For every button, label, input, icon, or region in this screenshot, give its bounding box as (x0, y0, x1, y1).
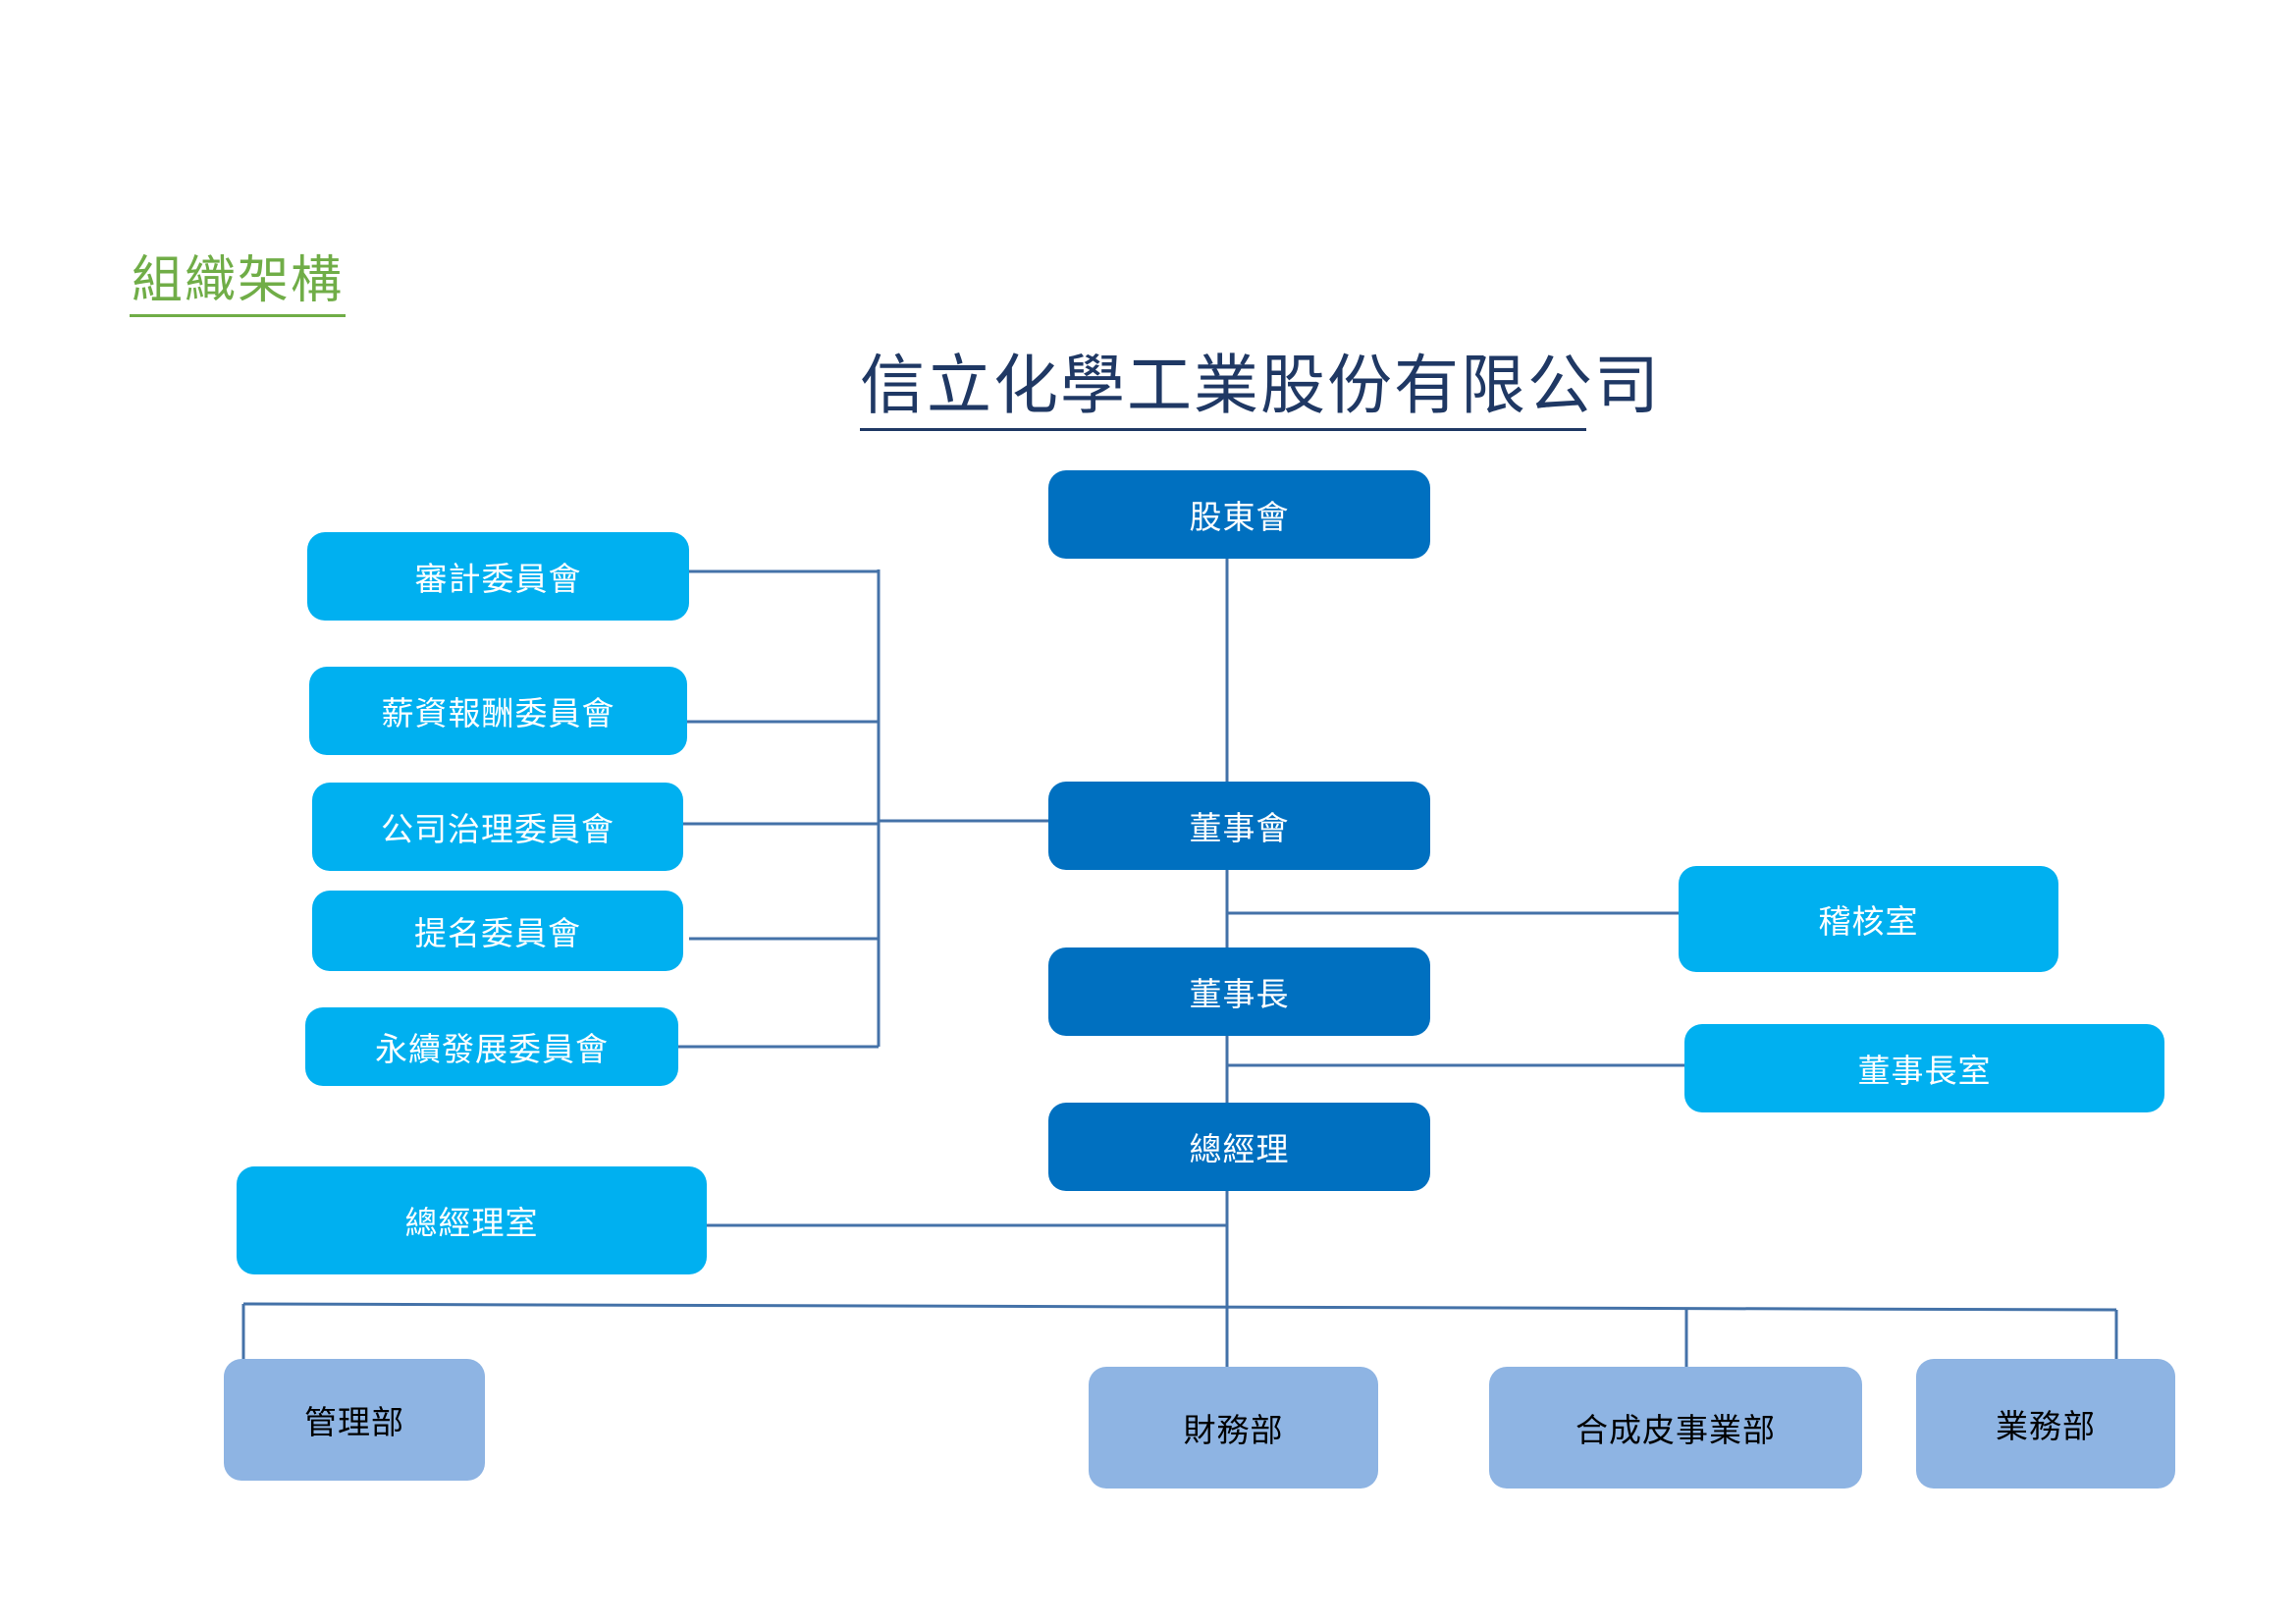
chairman-box: 董事長 (1048, 947, 1430, 1036)
department-bus (242, 1302, 2117, 1312)
gm-office-box: 總經理室 (237, 1166, 707, 1274)
shareholders-meeting-label: 股東會 (1189, 498, 1290, 536)
general-manager-label: 總經理 (1189, 1130, 1290, 1168)
finance-dept-label: 財務部 (1183, 1411, 1284, 1449)
section-heading: 組織架構 (130, 249, 347, 317)
board-of-directors-box: 董事會 (1048, 782, 1430, 870)
nomination-committee-label: 提名委員會 (414, 914, 581, 952)
internal-audit-office-box: 稽核室 (1679, 866, 2058, 972)
nomination-committee-box: 提名委員會 (312, 891, 683, 971)
sustainability-committee-box: 永續發展委員會 (305, 1007, 678, 1086)
audit-committee-label: 審計委員會 (414, 560, 582, 598)
sales-dept-label: 業務部 (1996, 1407, 2096, 1445)
gm-office-label: 總經理室 (404, 1204, 539, 1242)
governance-committee-label: 公司治理委員會 (381, 810, 614, 848)
audit-committee-box: 審計委員會 (307, 532, 689, 621)
company-title: 信立化學工業股份有限公司 (860, 346, 1659, 431)
chairman-office-box: 董事長室 (1684, 1024, 2164, 1112)
governance-committee-box: 公司治理委員會 (312, 783, 683, 871)
synthetic-leather-division-label: 合成皮事業部 (1575, 1411, 1776, 1449)
finance-dept-box: 財務部 (1089, 1367, 1378, 1489)
internal-audit-office-label: 稽核室 (1818, 902, 1919, 941)
sustainability-committee-label: 永續發展委員會 (375, 1030, 609, 1068)
compensation-committee-box: 薪資報酬委員會 (309, 667, 687, 755)
board-of-directors-label: 董事會 (1189, 809, 1290, 847)
synthetic-leather-division-box: 合成皮事業部 (1489, 1367, 1862, 1489)
chairman-office-label: 董事長室 (1857, 1052, 1992, 1090)
sales-dept-box: 業務部 (1916, 1359, 2175, 1489)
chairman-label: 董事長 (1189, 975, 1290, 1013)
shareholders-meeting-box: 股東會 (1048, 470, 1430, 559)
general-manager-box: 總經理 (1048, 1103, 1430, 1191)
management-dept-label: 管理部 (304, 1403, 404, 1441)
management-dept-box: 管理部 (224, 1359, 485, 1481)
compensation-committee-label: 薪資報酬委員會 (381, 694, 615, 732)
